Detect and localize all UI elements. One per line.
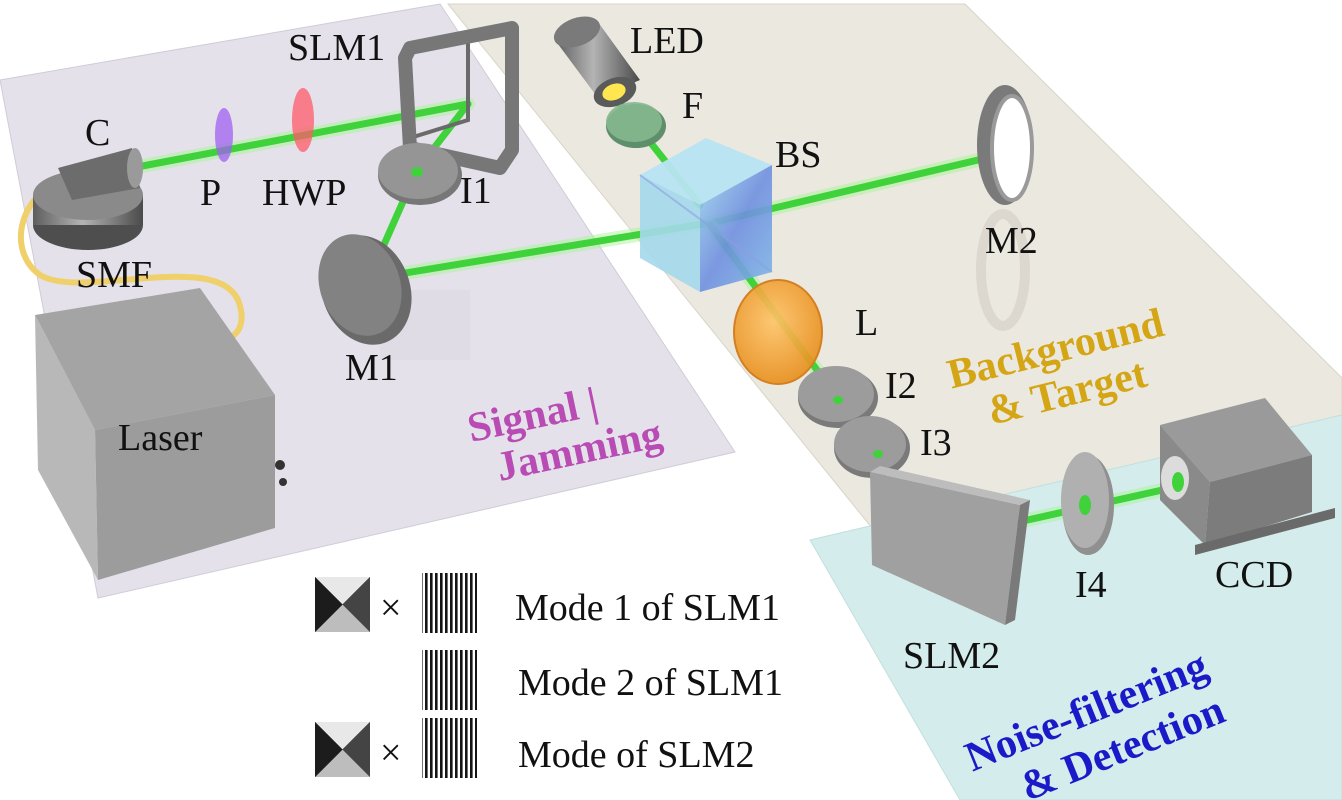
mirror-m2 [977,85,1034,205]
label-m1: M1 [345,347,398,389]
smf-fiber [17,175,245,343]
vortex-phase-icon [315,722,370,777]
legend-row-1: × Mode 1 of SLM1 [315,573,780,633]
legend-text-3: Mode of SLM2 [518,734,754,776]
grating-phase-icon [422,718,477,778]
label-bs: BS [775,134,821,176]
legend-times-1: × [380,587,401,629]
iris-i1 [378,143,462,205]
label-smf: SMF [76,254,152,296]
iris-i3 [834,416,910,478]
ccd-camera [1160,398,1335,555]
mirror-m1 [318,234,412,345]
label-slm2: SLM2 [903,635,1000,677]
legend-text-1: Mode 1 of SLM1 [515,587,780,629]
iris-i2 [798,366,878,428]
lens-l [733,279,823,385]
half-wave-plate [292,88,314,152]
component-labels: SLM1 LED F BS C P HWP I1 SMF M1 M2 L I2 … [76,20,1293,677]
label-hwp: HWP [262,172,346,214]
filter-f [606,102,666,148]
legend-row-2: Mode 2 of SLM1 [422,650,783,710]
label-ccd: CCD [1215,554,1293,596]
label-l: L [855,302,878,344]
slm1-device [398,21,519,175]
m2-reflection [976,209,1030,331]
legend-text-2: Mode 2 of SLM1 [518,662,783,704]
label-i1: I1 [460,170,492,212]
label-laser: Laser [118,417,203,459]
label-slm1: SLM1 [288,27,385,69]
laser-box [35,288,287,580]
label-i4: I4 [1075,564,1107,606]
label-i2: I2 [885,365,917,407]
grating-phase-icon [422,573,477,633]
iris-i4 [1061,452,1114,555]
legend-row-3: × Mode of SLM2 [315,718,754,778]
grating-phase-icon [422,650,477,710]
label-f: F [682,85,703,127]
background-target-panel [446,3,1342,529]
label-p: P [200,172,221,214]
label-led: LED [630,20,704,62]
slm2-device [870,466,1030,625]
label-m2: M2 [985,220,1038,262]
beam-splitter [639,138,773,292]
polarizer [215,108,233,162]
label-c: C [85,112,110,154]
legend: × Mode 1 of SLM1 Mode 2 of SLM1 × Mode o… [315,573,783,778]
legend-times-3: × [380,732,401,774]
collimator [33,148,143,250]
vortex-phase-icon [315,577,370,632]
label-i3: I3 [920,422,952,464]
led-source [553,16,640,108]
